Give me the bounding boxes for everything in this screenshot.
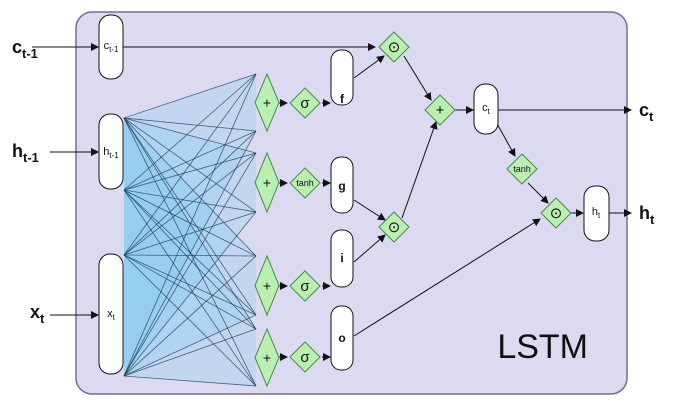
- sum-label-o: +: [263, 350, 271, 366]
- fan-line: [123, 73, 257, 377]
- fan-line: [123, 189, 257, 387]
- op-node-mul-h: ⊙: [540, 197, 572, 229]
- gate-box-i: i: [330, 229, 354, 288]
- input-box-x: xt: [98, 253, 124, 375]
- fan-line: [123, 117, 257, 132]
- state-box-h: ht: [583, 185, 610, 242]
- svg-text:ht: ht: [592, 206, 601, 220]
- wire-g-mul: [353, 199, 386, 221]
- fan-region-1: [124, 118, 256, 376]
- fan-line: [123, 254, 257, 330]
- activation-label-g: tanh: [296, 178, 314, 188]
- input-label-hprev: ht-1: [12, 141, 39, 165]
- input-label-x: xt: [30, 302, 45, 326]
- gate-box-g: g: [330, 156, 354, 214]
- op-node-add-c: +: [424, 94, 456, 126]
- activation-node-f: σ: [289, 87, 321, 119]
- output-label-c: ct: [639, 100, 654, 124]
- svg-text:ct: ct: [482, 102, 491, 116]
- fan-line: [123, 117, 257, 316]
- op-node-mul-fc: ⊙: [378, 31, 410, 63]
- sum-node-f: +: [254, 72, 280, 133]
- activation-label-i: σ: [300, 278, 310, 295]
- op-label-mul-ig: ⊙: [388, 219, 401, 236]
- input-box-hprev: ht-1: [98, 113, 124, 190]
- svg-text:ht-1: ht-1: [103, 146, 119, 160]
- state-box-c: ct: [473, 83, 499, 135]
- sum-node-i: +: [254, 254, 280, 317]
- input-box-cprev: ct-1: [98, 14, 124, 80]
- fan-line: [123, 130, 257, 191]
- wire-f-mul: [353, 55, 385, 79]
- fan-line: [123, 328, 257, 377]
- fan-line: [123, 254, 257, 387]
- sum-label-f: +: [263, 95, 271, 111]
- sum-label-i: +: [263, 278, 271, 294]
- svg-text:f: f: [340, 92, 345, 106]
- activation-node-o: σ: [289, 341, 321, 373]
- svg-text:i: i: [340, 251, 343, 265]
- fan-line: [123, 254, 257, 257]
- fan-line: [123, 152, 257, 256]
- input-label-cprev: ct-1: [12, 37, 38, 61]
- gate-box-o: o: [330, 305, 354, 371]
- op-label-mul-h: ⊙: [550, 205, 563, 222]
- fan-region-2: [124, 118, 256, 376]
- activation-node-g: tanh: [289, 167, 321, 199]
- activation-label-o: σ: [300, 349, 310, 366]
- fan-line: [123, 130, 257, 377]
- fan-line: [123, 130, 257, 256]
- op-node-tanh-c: tanh: [506, 153, 538, 185]
- activation-label-f: σ: [300, 95, 310, 112]
- svg-text:xt: xt: [107, 308, 116, 322]
- op-label-mul-fc: ⊙: [388, 39, 401, 56]
- fan-line: [123, 211, 257, 377]
- wire-tanh-mulh: [527, 182, 549, 204]
- wire-mulig-add: [401, 121, 438, 219]
- fan-line: [123, 211, 257, 256]
- fan-line: [123, 189, 257, 330]
- gate-box-f: f: [330, 49, 354, 106]
- sum-node-o: +: [254, 327, 280, 388]
- fan-line: [123, 117, 257, 154]
- wire-ct-tanh: [494, 119, 516, 157]
- fan-line: [123, 189, 257, 257]
- sum-label-g: +: [263, 175, 271, 191]
- svg-text:ct-1: ct-1: [104, 40, 119, 54]
- op-label-tanh-c: tanh: [513, 164, 531, 174]
- wires: [32, 43, 632, 361]
- fan-line: [123, 73, 257, 256]
- activation-node-i: σ: [289, 270, 321, 302]
- fan-line: [123, 117, 257, 257]
- fan-line: [123, 152, 257, 191]
- wire-mulfc-add: [403, 55, 432, 101]
- wire-o-mulh: [353, 218, 541, 337]
- op-label-add-c: +: [436, 102, 445, 119]
- fan-line: [123, 73, 257, 191]
- svg-text:g: g: [338, 179, 345, 193]
- fan-line: [123, 314, 257, 377]
- fan-line: [123, 254, 257, 316]
- svg-text:o: o: [338, 331, 345, 345]
- output-label-h: ht: [639, 203, 655, 227]
- fan-line: [123, 255, 257, 377]
- fan-line: [123, 73, 257, 119]
- fan-line: [123, 152, 257, 377]
- fan-line: [123, 189, 257, 213]
- op-node-mul-ig: ⊙: [378, 211, 410, 243]
- fan-line: [123, 189, 257, 316]
- weight-connections: [123, 73, 257, 387]
- wire-i-mul: [353, 234, 386, 263]
- fan-line: [123, 375, 257, 387]
- sum-node-g: +: [254, 151, 280, 214]
- diagram-title: LSTM: [497, 328, 588, 366]
